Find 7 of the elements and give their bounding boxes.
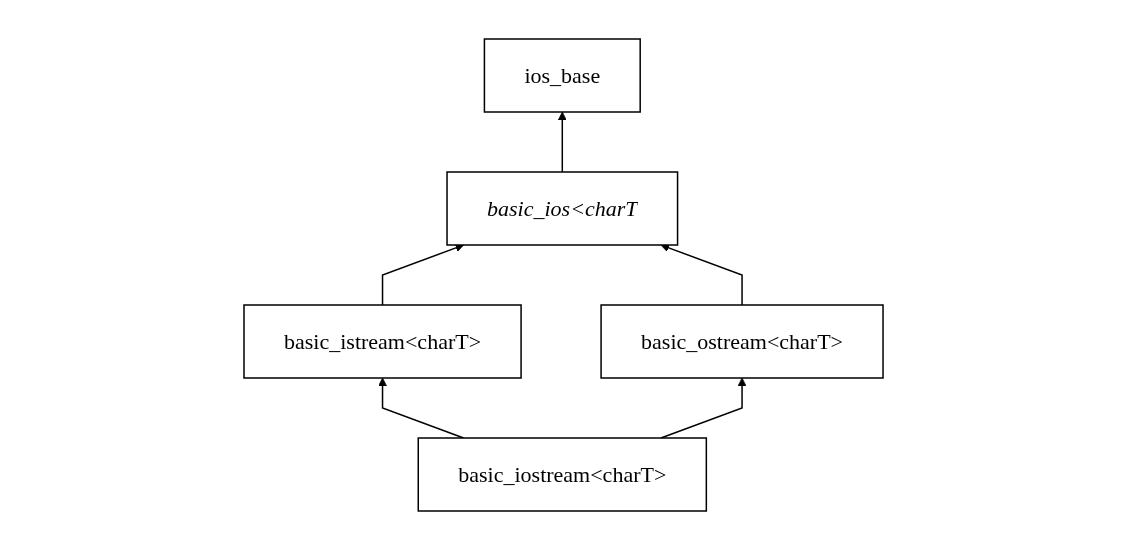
arrow bbox=[660, 377, 747, 439]
node-box: basic_iostream<charT> bbox=[418, 437, 708, 512]
node-box: basic_ostream<charT> bbox=[600, 304, 885, 379]
node-box: basic_istream<charT> bbox=[243, 304, 523, 379]
arrow bbox=[378, 377, 465, 439]
arrow bbox=[558, 111, 568, 173]
node-box: ios_base bbox=[484, 38, 642, 113]
